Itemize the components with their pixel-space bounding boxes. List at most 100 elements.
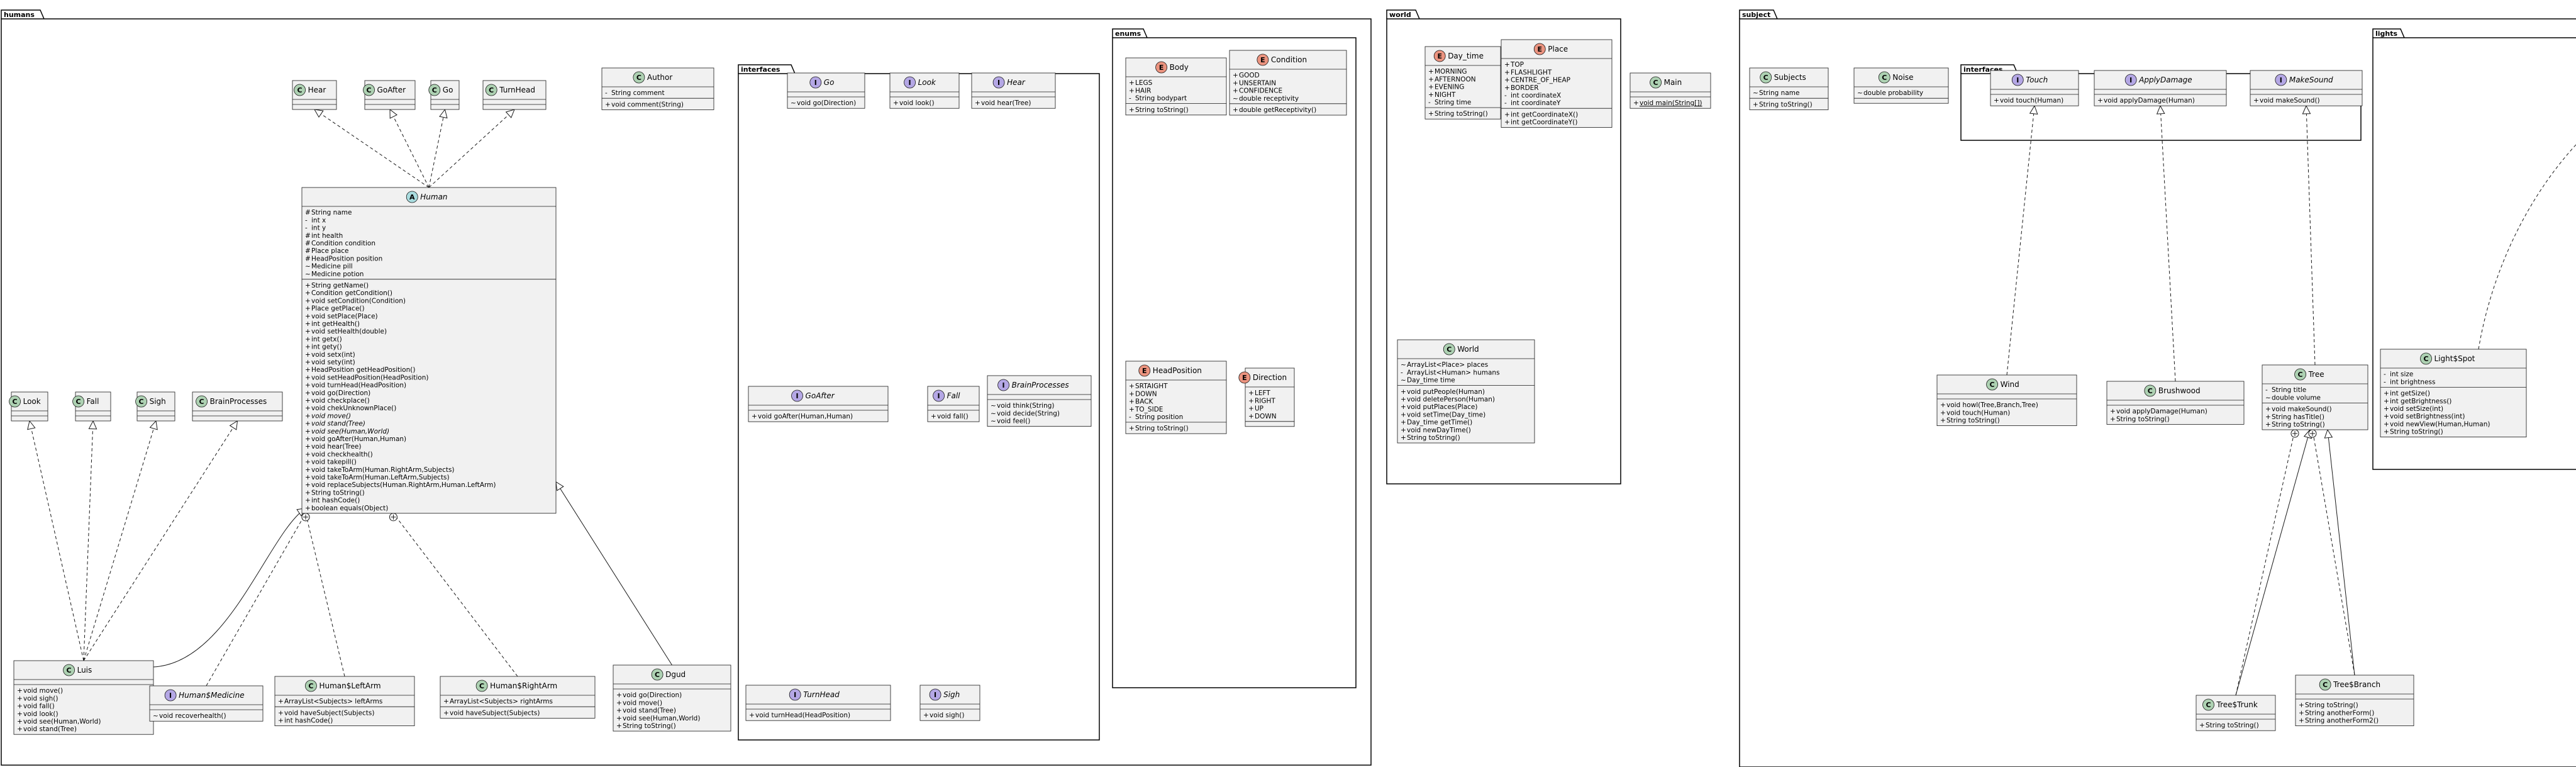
visibility-marker: + bbox=[1401, 388, 1406, 396]
method: String toString() bbox=[2390, 428, 2443, 436]
visibility-marker: + bbox=[1428, 110, 1434, 118]
stereotype-I-icon bbox=[789, 688, 801, 701]
visibility-marker: - bbox=[2384, 371, 2386, 378]
field: BACK bbox=[1135, 398, 1154, 406]
visibility-marker: + bbox=[1401, 403, 1406, 411]
stereotype-letter: C bbox=[1882, 74, 1887, 82]
visibility-marker: + bbox=[305, 443, 311, 451]
class-box bbox=[1853, 67, 1949, 104]
class-name: Luis bbox=[77, 666, 92, 675]
method: void turnHead(HeadPosition) bbox=[755, 712, 850, 719]
visibility-marker: + bbox=[305, 359, 311, 366]
stereotype-letter: C bbox=[2423, 355, 2428, 363]
class-name: Sigh bbox=[150, 397, 166, 406]
stereotype-letter: C bbox=[139, 398, 144, 406]
method: void chekUnknownPlace() bbox=[311, 405, 396, 412]
package-tab bbox=[1112, 28, 1148, 38]
class-name: Subjects bbox=[1774, 73, 1806, 82]
field: HeadPosition position bbox=[311, 255, 382, 262]
relation-realization bbox=[2302, 105, 2316, 366]
method: void stand(Tree) bbox=[311, 420, 365, 428]
class-Sigh1[interactable]: C Sigh bbox=[135, 391, 175, 422]
package-tab bbox=[1, 9, 45, 20]
stereotype-letter: C bbox=[1653, 79, 1658, 87]
stereotype-C-icon bbox=[72, 395, 84, 408]
method: String getName() bbox=[311, 282, 369, 289]
field: SRTAIGHT bbox=[1135, 383, 1168, 390]
visibility-marker: + bbox=[2110, 408, 2116, 415]
stereotype-C-icon bbox=[305, 680, 317, 692]
relation-generalization bbox=[555, 481, 672, 666]
visibility-marker: + bbox=[752, 413, 757, 420]
class-name: Human$Medicine bbox=[179, 691, 245, 700]
package-frame bbox=[2372, 37, 2576, 470]
edge bbox=[314, 109, 430, 188]
field: double receptivity bbox=[1239, 95, 1299, 103]
method: void comment(String) bbox=[611, 101, 684, 108]
class-name: Hear bbox=[1007, 78, 1026, 87]
class-name: Main bbox=[1664, 78, 1682, 87]
arrowhead bbox=[2029, 105, 2038, 115]
visibility-marker: # bbox=[305, 240, 311, 247]
visibility-marker: + bbox=[2384, 405, 2389, 413]
stereotype-I-icon bbox=[904, 76, 916, 89]
visibility-marker: + bbox=[1504, 77, 1510, 84]
package-lights: lights bbox=[2372, 28, 2576, 470]
class-name: TurnHead bbox=[499, 86, 535, 94]
relations-layer bbox=[27, 105, 2576, 696]
stereotype-C-icon bbox=[485, 84, 497, 96]
visibility-marker: + bbox=[305, 374, 311, 381]
field: String title bbox=[2272, 386, 2306, 394]
package-tab bbox=[1739, 9, 1778, 20]
visibility-marker: ~ bbox=[1401, 361, 1406, 369]
package-name: humans bbox=[4, 11, 35, 19]
visibility-marker: - bbox=[1401, 369, 1403, 376]
visibility-marker: + bbox=[1401, 434, 1406, 442]
class-name: Fall bbox=[87, 397, 99, 406]
stereotype-C-icon bbox=[475, 680, 488, 692]
stereotype-E-icon bbox=[1138, 364, 1151, 377]
relation-realization bbox=[2006, 105, 2038, 376]
